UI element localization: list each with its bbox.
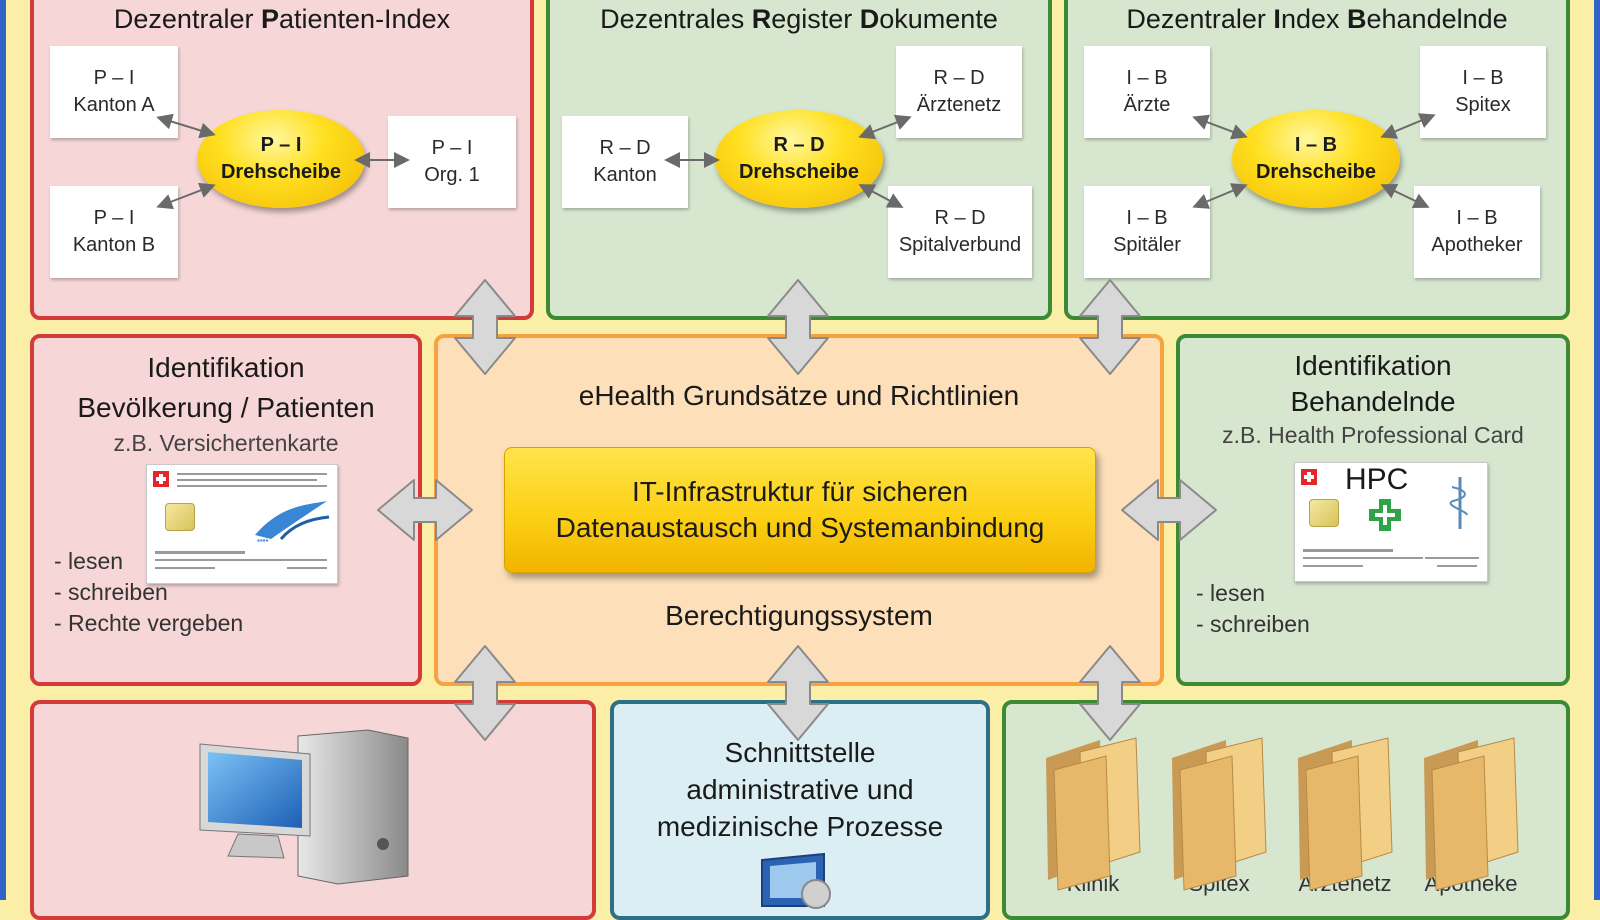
list-item: - lesen — [1196, 580, 1266, 606]
node-rd-spitalverbund: R – D Spitalverbund — [888, 186, 1032, 278]
node-label: R – D — [934, 207, 986, 229]
panel-title: Identifikation Bevölkerung / Patienten — [77, 352, 375, 423]
panel-title: Schnittstelle administrative und medizin… — [656, 737, 944, 842]
hub-sublabel: Drehscheibe — [1255, 161, 1377, 183]
panel-title: Dezentraler Index Behandelnde — [1126, 4, 1508, 34]
node-rd-aerztenetz: R – D Ärztenetz — [896, 46, 1022, 138]
hub-ib-drehscheibe: I – B Drehscheibe — [1232, 110, 1400, 208]
ehealth-guidelines-label: eHealth Grundsätze und Richtlinien — [578, 380, 1020, 411]
node-ib-apotheker: I – B Apotheker — [1414, 186, 1540, 278]
double-arrow-vertical — [1079, 279, 1141, 375]
chip-icon — [1309, 499, 1339, 527]
permission-list: - lesen - schreiben - Rechte vergeben — [54, 546, 243, 639]
panel-patient-index: Dezentraler Patienten-Index P – I Kanton… — [30, 0, 534, 320]
insurance-card-image: ▪▪▪▪ — [146, 464, 338, 584]
connector-line — [1192, 114, 1248, 140]
node-sublabel: Kanton B — [72, 234, 156, 256]
node-sublabel: Spitäler — [1113, 234, 1181, 256]
hub-sublabel: Drehscheibe — [220, 161, 342, 183]
node-sublabel: Kanton A — [73, 94, 155, 116]
swiss-flag-icon — [1301, 469, 1317, 485]
node-ib-aerzte: I – B Ärzte — [1084, 46, 1210, 138]
node-ib-spitex: I – B Spitex — [1420, 46, 1546, 138]
connector-line — [156, 182, 216, 210]
chip-icon — [165, 503, 195, 531]
panel-title: Dezentrales Register Dokumente — [600, 4, 998, 34]
swiss-flag-icon — [153, 471, 169, 487]
svg-text:▪▪▪▪: ▪▪▪▪ — [257, 536, 269, 545]
double-arrow-horizontal — [1121, 479, 1217, 541]
double-arrow-vertical — [767, 279, 829, 375]
panel-title: Identifikation Behandelnde — [1290, 350, 1456, 417]
list-item: - schreiben — [54, 579, 168, 605]
node-label: I – B — [1126, 67, 1168, 89]
node-label: P – I — [93, 207, 135, 229]
node-sublabel: Org. 1 — [424, 164, 480, 186]
panel-identifikation-patienten: Identifikation Bevölkerung / Patienten z… — [30, 334, 422, 686]
panel-identifikation-behandelnde: Identifikation Behandelnde z.B. Health P… — [1176, 334, 1570, 686]
connector-line — [1192, 183, 1248, 209]
node-label: I – B — [1456, 207, 1498, 229]
connector-line — [156, 113, 216, 139]
node-sublabel: Spitex — [1455, 94, 1511, 116]
hub-label: R – D — [773, 134, 825, 156]
hpc-card-label: HPC — [1345, 463, 1409, 496]
node-sublabel: Spitalverbund — [898, 234, 1022, 256]
hub-rd-drehscheibe: R – D Drehscheibe — [715, 110, 883, 208]
node-label: I – B — [1126, 207, 1168, 229]
diagram-frame — [0, 0, 1600, 900]
double-arrow-vertical — [454, 279, 516, 375]
connector-line — [1380, 113, 1436, 139]
hub-label: I – B — [1294, 134, 1338, 156]
panel-register-dokumente: Dezentrales Register Dokumente R – D Kan… — [546, 0, 1052, 320]
connector-line — [858, 184, 904, 208]
double-arrow-vertical — [1079, 645, 1141, 741]
node-label: R – D — [933, 67, 985, 89]
list-item: - Rechte vergeben — [54, 610, 244, 636]
connector-line — [858, 114, 912, 140]
node-sublabel: Kanton — [593, 164, 657, 186]
double-arrow-vertical — [454, 645, 516, 741]
node-label: P – I — [93, 67, 135, 89]
hub-sublabel: Drehscheibe — [738, 161, 860, 183]
insurer-logo-icon: ▪▪▪▪ — [255, 501, 330, 545]
node-ib-spitaeler: I – B Spitäler — [1084, 186, 1210, 278]
node-pi-kanton-b: P – I Kanton B — [50, 186, 178, 278]
list-item: - schreiben — [1196, 611, 1310, 637]
hub-pi-drehscheibe: P – I Drehscheibe — [197, 110, 365, 208]
panel-subtitle: z.B. Versichertenkarte — [113, 430, 339, 456]
panel-subtitle: z.B. Health Professional Card — [1222, 422, 1524, 448]
node-label: R – D — [599, 137, 651, 159]
double-arrow-horizontal — [377, 479, 473, 541]
interface-process-icon — [761, 852, 831, 909]
connector-line — [1380, 183, 1430, 209]
authorization-system-label: Berechtigungssystem — [665, 600, 933, 631]
it-infrastructure-box: IT-Infrastruktur für sicheren Datenausta… — [504, 447, 1096, 573]
hub-label: P – I — [260, 134, 302, 156]
panel-index-behandelnde: Dezentraler Index Behandelnde I – B Ärzt… — [1064, 0, 1570, 320]
panel-title: Dezentraler Patienten-Index — [113, 4, 451, 34]
permission-list: - lesen - schreiben — [1196, 578, 1310, 640]
double-arrow-vertical — [767, 645, 829, 741]
medical-cross-icon — [1369, 499, 1401, 531]
node-label: P – I — [431, 137, 473, 159]
node-sublabel: Apotheker — [1431, 234, 1523, 256]
caduceus-icon — [1449, 477, 1468, 529]
node-label: I – B — [1462, 67, 1504, 89]
panel-primary-systems — [30, 700, 596, 920]
node-sublabel: Ärztenetz — [916, 94, 1002, 116]
desktop-computer-icon — [199, 729, 409, 885]
hpc-card-image: HPC — [1294, 462, 1488, 582]
list-item: - lesen — [54, 548, 124, 574]
connector-overlay — [156, 113, 1519, 891]
node-sublabel: Ärzte — [1123, 94, 1171, 116]
